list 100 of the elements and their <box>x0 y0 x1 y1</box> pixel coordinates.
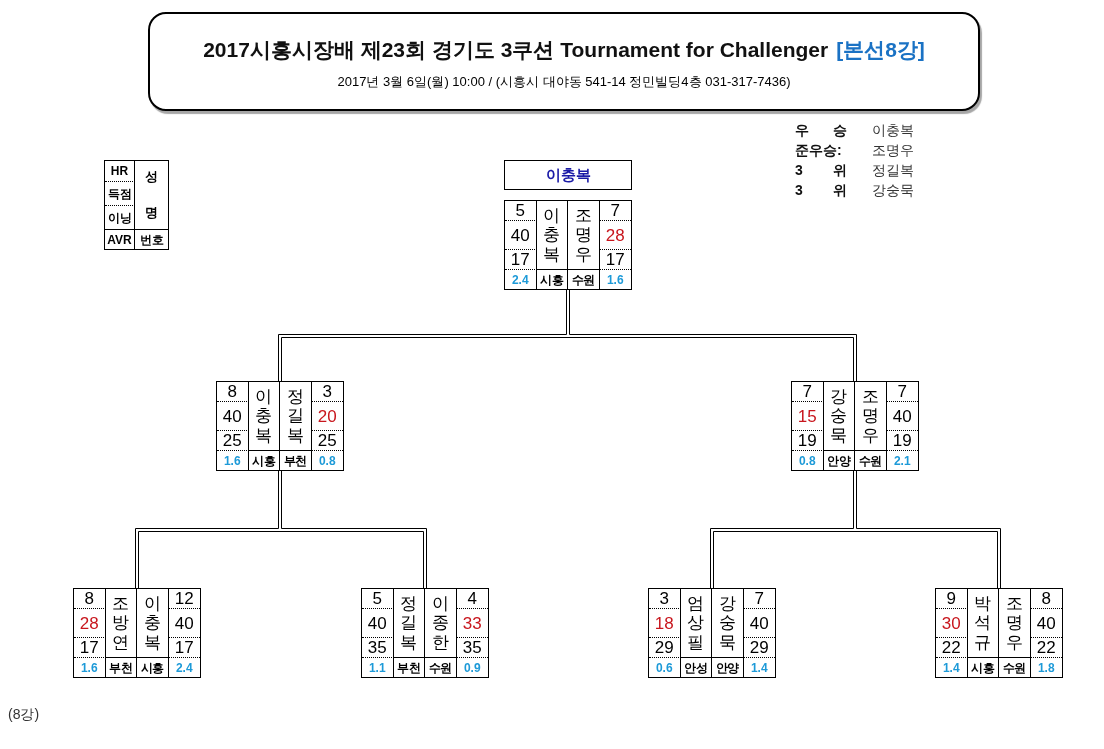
average-cell: 0.8 <box>792 451 824 470</box>
player-name-cell: 조명우 <box>999 589 1031 658</box>
score-cell: 40 <box>743 609 775 638</box>
average-cell: 1.6 <box>74 658 106 677</box>
match-table <box>216 381 344 471</box>
region-cell: 부천 <box>280 451 312 470</box>
high-run-cell: 3 <box>311 382 343 402</box>
winner-name: 이충복 <box>872 121 914 139</box>
innings-cell: 17 <box>599 250 631 270</box>
high-run-cell: 7 <box>599 201 631 221</box>
region-cell: 안성 <box>680 658 712 677</box>
score-cell: 30 <box>936 609 968 638</box>
round-note: (8강) <box>8 705 40 723</box>
score-cell: 40 <box>168 609 200 638</box>
region-cell: 부천 <box>105 658 137 677</box>
match-table <box>361 588 489 678</box>
match-table <box>935 588 1063 678</box>
region-cell: 시흥 <box>137 658 169 677</box>
stage-label: [본선8강] <box>836 37 925 63</box>
score-cell: 18 <box>649 609 681 638</box>
score-cell: 40 <box>217 402 249 431</box>
key-cell: HR <box>105 161 135 182</box>
innings-cell: 29 <box>743 638 775 658</box>
winner-name: 강숭묵 <box>872 181 914 199</box>
bracket-line <box>567 334 857 382</box>
player-name-cell: 엄상필 <box>680 589 712 658</box>
key-cell: 이닝 <box>105 206 135 230</box>
player-name-cell: 이충복 <box>248 382 280 451</box>
bracket-line <box>278 334 569 382</box>
high-run-cell: 12 <box>168 589 200 609</box>
player-name-cell: 이종한 <box>425 589 457 658</box>
player-name-cell: 이충복 <box>137 589 169 658</box>
high-run-cell: 8 <box>1030 589 1062 609</box>
average-cell: 2.4 <box>505 270 537 289</box>
innings-cell: 17 <box>168 638 200 658</box>
average-cell: 1.6 <box>217 451 249 470</box>
average-cell-text: 0.9 <box>462 659 482 677</box>
innings-cell: 35 <box>456 638 488 658</box>
title-banner <box>148 12 980 111</box>
score-cell: 15 <box>792 402 824 431</box>
average-cell: 1.1 <box>362 658 394 677</box>
winner-name: 조명우 <box>872 141 914 159</box>
match-table <box>648 588 776 678</box>
innings-cell: 35 <box>362 638 394 658</box>
high-run-cell: 7 <box>886 382 918 402</box>
region-cell: 수원 <box>425 658 457 677</box>
innings-cell: 29 <box>649 638 681 658</box>
score-cell: 28 <box>599 221 631 250</box>
score-cell: 40 <box>1030 609 1062 638</box>
score-cell: 28 <box>74 609 106 638</box>
bracket-line <box>135 528 281 589</box>
key-cell: AVR <box>105 230 135 249</box>
innings-cell: 25 <box>311 431 343 451</box>
high-run-cell: 7 <box>743 589 775 609</box>
innings-cell: 25 <box>217 431 249 451</box>
high-run-cell: 4 <box>456 589 488 609</box>
player-name-cell: 정길복 <box>280 382 312 451</box>
score-cell: 40 <box>886 402 918 431</box>
champion-name: 이충복 <box>545 165 591 185</box>
champion-box <box>504 160 632 190</box>
region-cell: 안양 <box>823 451 855 470</box>
innings-cell: 22 <box>936 638 968 658</box>
bracket-line <box>278 470 282 529</box>
high-run-cell: 9 <box>936 589 968 609</box>
player-name-cell: 강숭묵 <box>823 382 855 451</box>
high-run-cell: 8 <box>74 589 106 609</box>
region-cell: 수원 <box>855 451 887 470</box>
player-name-cell: 이충복 <box>536 201 568 270</box>
innings-cell: 17 <box>505 250 537 270</box>
innings-cell: 17 <box>74 638 106 658</box>
award-title: 3 위 <box>795 181 847 199</box>
bracket-line <box>566 289 570 335</box>
match-table <box>504 200 632 290</box>
average-cell: 0.6 <box>649 658 681 677</box>
high-run-cell: 5 <box>362 589 394 609</box>
bracket-line <box>853 470 857 529</box>
match-table <box>73 588 201 678</box>
match-table <box>791 381 919 471</box>
innings-cell: 19 <box>792 431 824 451</box>
region-cell: 시흥 <box>967 658 999 677</box>
key-cell: 성명 <box>135 161 168 230</box>
average-cell-text: 1.4 <box>749 659 769 677</box>
player-name-cell: 정길복 <box>393 589 425 658</box>
high-run-cell: 3 <box>649 589 681 609</box>
region-cell: 시흥 <box>248 451 280 470</box>
score-cell: 40 <box>505 221 537 250</box>
key-cell-text: 번호 <box>138 231 165 249</box>
bracket-line <box>710 528 856 589</box>
award-title: 3 위 <box>795 161 847 179</box>
bracket-line <box>279 528 427 589</box>
average-cell-text: 2.1 <box>892 452 912 470</box>
key-table <box>104 160 169 250</box>
region-cell: 시흥 <box>536 270 568 289</box>
region-cell: 부천 <box>393 658 425 677</box>
player-name-cell: 조명우 <box>568 201 600 270</box>
average-cell-text: 1.6 <box>605 271 625 289</box>
award-title: 준우승: <box>795 141 842 159</box>
score-cell: 20 <box>311 402 343 431</box>
bracket-line <box>854 528 1001 589</box>
key-cell: 득점 <box>105 182 135 206</box>
